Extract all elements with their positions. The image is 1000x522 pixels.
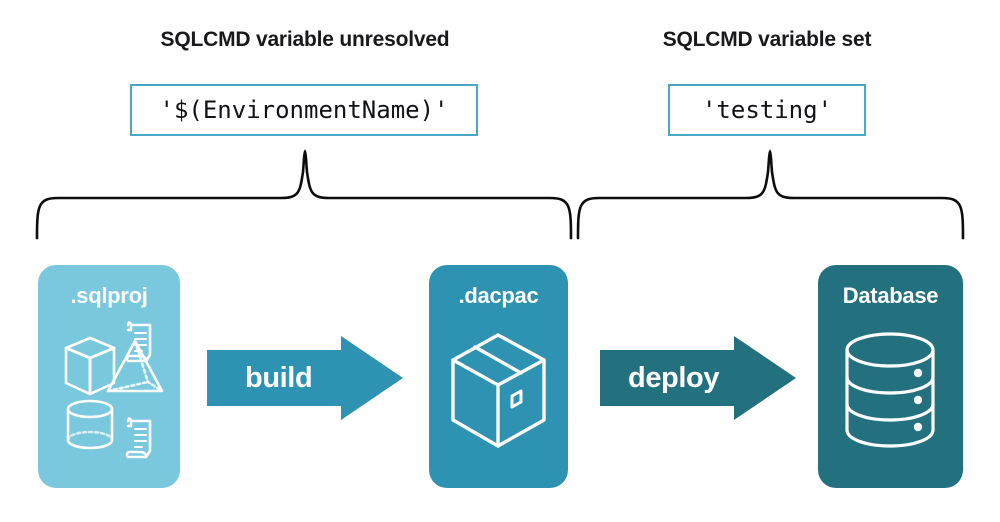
brace-right-icon: [576, 149, 965, 240]
stage-label-dacpac: .dacpac: [458, 283, 539, 308]
arrow-build-label: build: [245, 361, 313, 394]
stage-box-database[interactable]: Database: [818, 265, 963, 488]
stage-box-sqlproj[interactable]: .sqlproj: [38, 265, 180, 488]
stage-label-database: Database: [842, 283, 939, 308]
package-box-icon: [451, 333, 546, 448]
stage-box-dacpac[interactable]: .dacpac: [429, 265, 568, 488]
heading-sqlcmd-variable-unresolved: SQLCMD variable unresolved: [160, 28, 450, 51]
project-shapes-icon: [64, 321, 164, 459]
brace-left-icon: [35, 149, 573, 240]
database-cylinder-icon: [845, 332, 935, 448]
code-box-environment-name: '$(EnvironmentName)': [130, 84, 478, 136]
code-box-testing: 'testing': [668, 84, 866, 136]
stage-label-sqlproj: .sqlproj: [70, 283, 148, 308]
arrow-build-shape: [207, 336, 403, 420]
arrow-deploy-shape: [600, 336, 796, 420]
heading-sqlcmd-variable-set: SQLCMD variable set: [662, 28, 872, 51]
arrow-deploy-label: deploy: [628, 361, 720, 394]
arrow-deploy: deploy: [600, 334, 796, 422]
arrow-build: build: [207, 334, 403, 422]
